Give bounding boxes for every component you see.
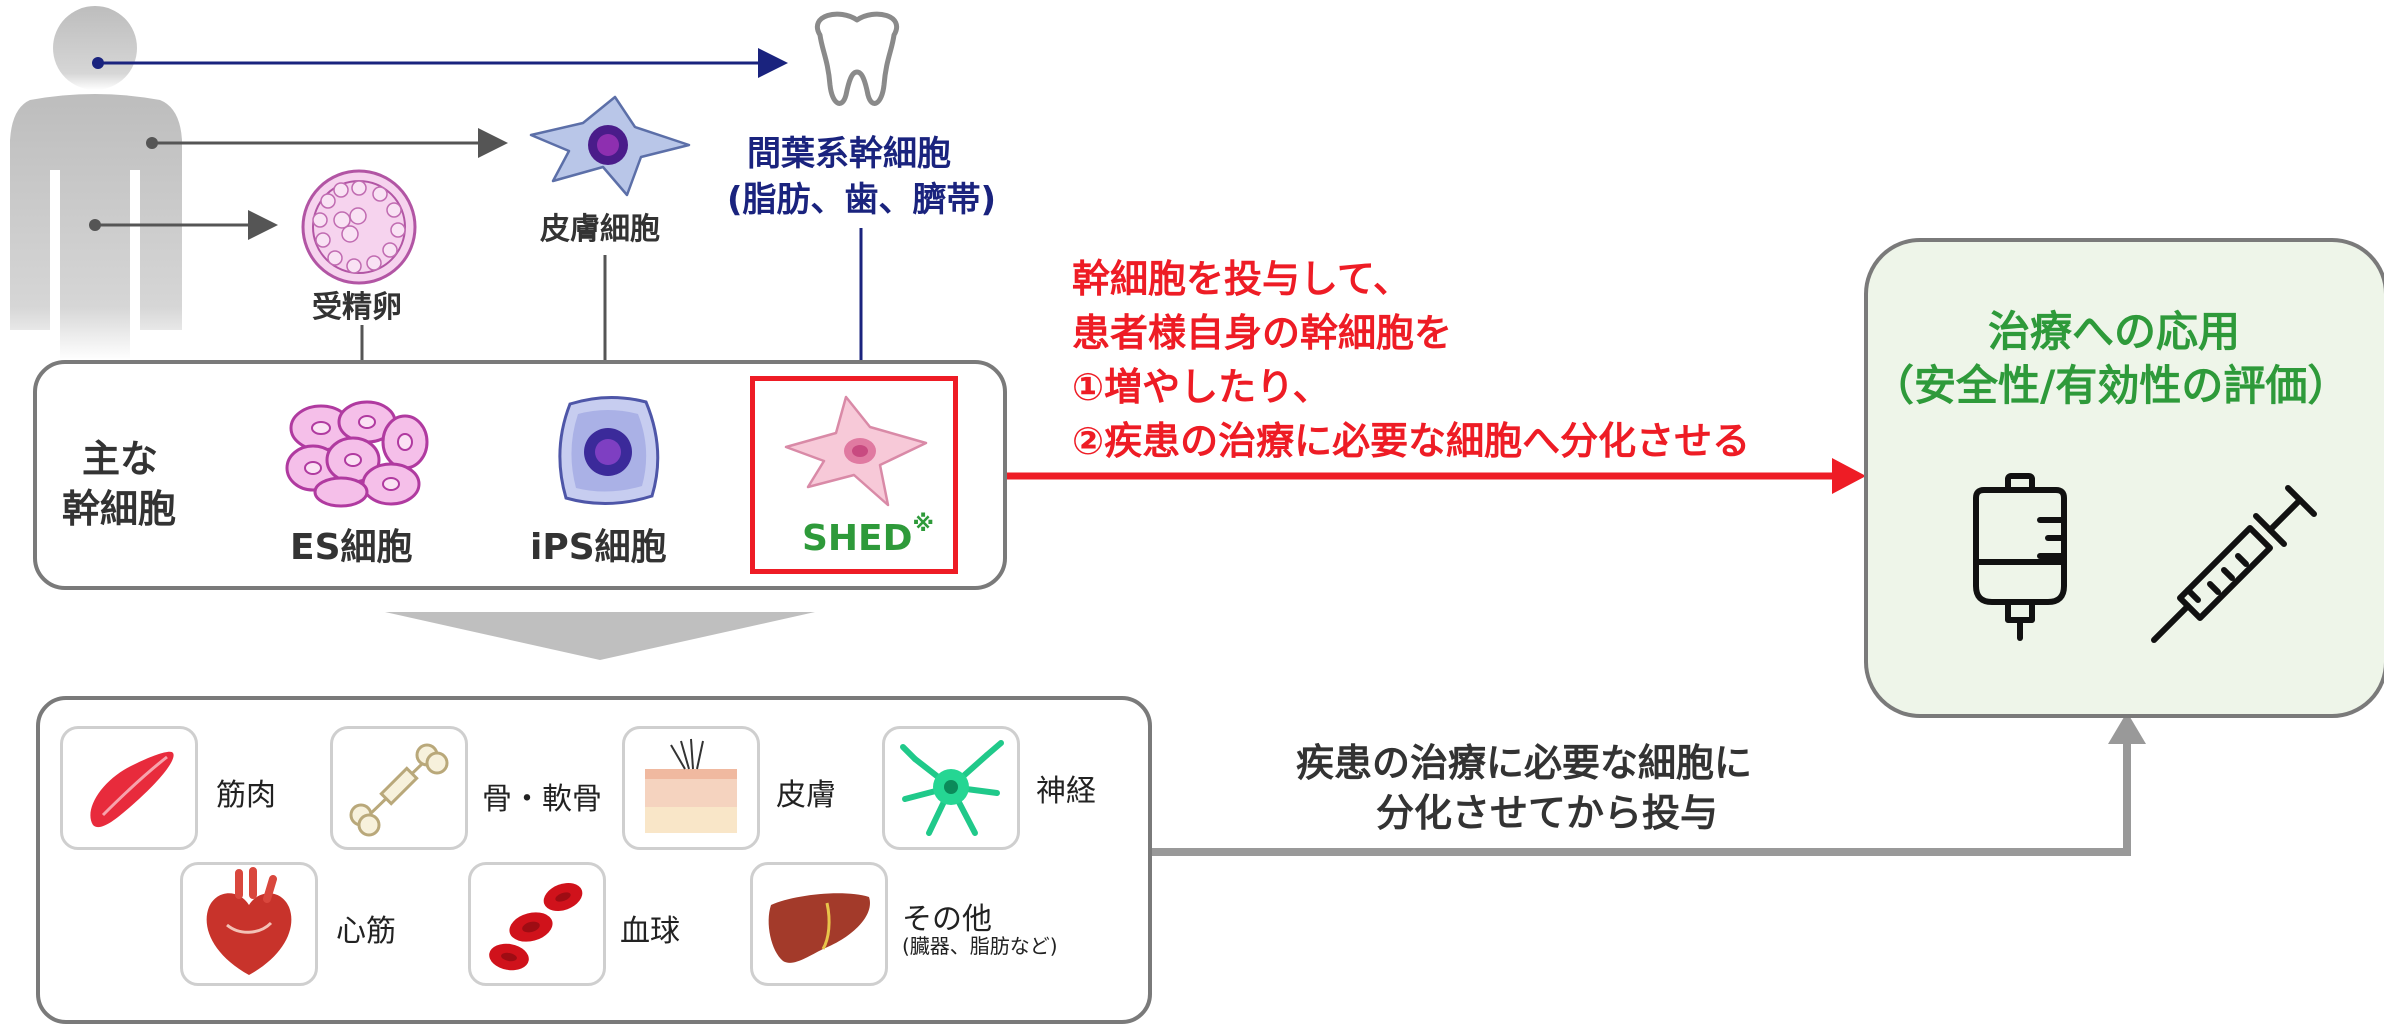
red-message-line-4: ②疾患の治療に必要な細胞へ分化させる [1072,419,1751,463]
skin-label: 皮膚 [776,778,836,813]
other-organ-tile [750,862,888,986]
es-cell-label: ES細胞 [290,527,413,568]
heart-tile [180,862,318,986]
msc-title: 間葉系幹細胞 [747,134,951,174]
arrow-differentiated-to-application [1145,740,2131,856]
differentiate-message-line2: 分化させてから投与 [1376,791,1719,835]
muscle-tile [60,726,198,850]
red-message-line-3: ①増やしたり、 [1072,365,1331,409]
liver-icon [768,893,870,963]
heart-label: 心筋 [336,914,396,949]
ips-cell-icon [548,392,668,510]
bone-tile [330,726,468,850]
red-message-line-1: 幹細胞を投与して、 [1072,257,1411,301]
msc-subtitle: (脂肪、歯、臍帯) [727,180,997,220]
heart-organ-icon [206,867,292,975]
tooth-icon [815,11,899,106]
ips-cell-label: iPS細胞 [530,527,667,568]
down-chevron-arrow [385,612,815,660]
iv-drip-bag-icon [1960,470,2080,645]
differentiate-message-line1: 疾患の治療に必要な細胞に [1296,741,1753,785]
nerve-label: 神経 [1036,774,1096,809]
fertilized-egg-label: 受精卵 [312,290,402,325]
red-message-line-2: 患者様自身の幹細胞を [1072,311,1453,355]
shed-cell-icon [780,395,930,507]
skin-cell-label: 皮膚細胞 [540,212,660,247]
muscle-label: 筋肉 [216,778,276,813]
blood-label: 血球 [620,914,680,949]
shed-footnote-mark: ※ [912,512,934,537]
syringe-icon [2148,470,2324,646]
other-sublabel: (臓器、脂肪など) [902,934,1058,958]
application-title-line2: （安全性/有効性の評価） [1872,361,2350,410]
other-label: その他 [902,902,992,937]
stem-cell-therapy-diagram: 受精卵 皮膚細胞 間葉系幹細胞 (脂肪、歯、臍帯) 主な 幹細胞 [10,6,2384,1024]
skin-layer-icon [645,738,737,833]
shed-highlight-box [750,376,958,574]
skin-cell-icon [523,95,693,200]
red-message: 幹細胞を投与して、 患者様自身の幹細胞を ①増やしたり、 ②疾患の治療に必要な細… [1072,252,1750,468]
neuron-icon [900,740,1004,836]
muscle-icon [90,751,174,828]
bone-icon [349,743,449,837]
red-blood-cells-icon [489,882,583,971]
shed-cell-label: SHED※ [802,512,934,559]
stem-cells-heading-line1: 主な [82,437,159,481]
application-title-line1: 治療への応用 [1988,307,2241,356]
stem-cells-heading-line2: 幹細胞 [62,487,177,531]
nerve-tile [882,726,1020,850]
skin-tile [622,726,760,850]
bone-label: 骨・軟骨 [482,782,602,817]
application-box [1864,238,2384,718]
shed-name: SHED [802,518,913,559]
fertilized-egg-cell-icon [300,168,418,286]
es-cell-icon [283,400,431,508]
blood-tile [468,862,606,986]
